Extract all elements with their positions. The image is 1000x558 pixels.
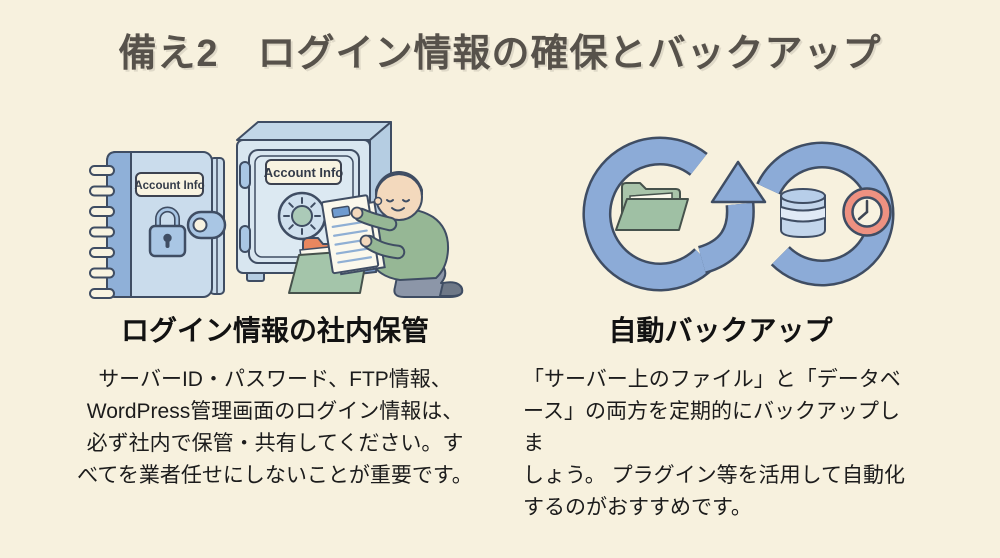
safe-hinge: [239, 161, 251, 189]
left-body-text: サーバーID・パスワード、FTP情報、 WordPress管理画面のログイン情報…: [77, 368, 473, 487]
left-section: ログイン情報の社内保管 サーバーID・パスワード、FTP情報、 WordPres…: [50, 313, 500, 492]
document-stack-icon: [321, 194, 386, 276]
lock-icon: [148, 206, 187, 258]
right-body-text: 「サーバー上のファイル」と「データベ ース」の両方を定期的にバックアップしま し…: [523, 368, 905, 519]
right-section: 自動バックアップ 「サーバー上のファイル」と「データベ ース」の両方を定期的にバ…: [523, 313, 918, 524]
notebook-label: Account Info: [134, 172, 205, 197]
person-hand: [350, 206, 364, 220]
right-heading: 自動バックアップ: [608, 315, 833, 346]
person-arms: [350, 206, 406, 260]
safe-label-text: Account Info: [264, 165, 343, 180]
safe-top: [236, 121, 392, 141]
left-heading: ログイン情報の社内保管: [120, 315, 429, 346]
clock-icon: [842, 187, 892, 237]
login-info-illustration: Account Info: [89, 121, 464, 299]
notebook-label-text: Account Info: [134, 180, 204, 192]
page-title: 備え2 ログイン情報の確保とバックアップ: [118, 33, 882, 75]
dial-icon: [277, 191, 327, 241]
person-head: [373, 171, 423, 221]
notebook-icon: Account Info: [89, 151, 227, 299]
notebook-rings: [89, 165, 115, 299]
person-hair: [375, 171, 423, 196]
person-ear: [373, 196, 383, 206]
person-hand: [359, 234, 373, 248]
folder-icon: [615, 182, 689, 231]
person-figure: [321, 171, 464, 298]
notebook-strap: [186, 210, 227, 240]
database-icon: [780, 188, 826, 239]
safe-label: Account Info: [264, 159, 343, 185]
arrowhead-up: [710, 160, 767, 204]
backup-illustration: [582, 136, 895, 292]
person-shoe: [438, 281, 464, 297]
safe-hinge: [239, 225, 251, 253]
